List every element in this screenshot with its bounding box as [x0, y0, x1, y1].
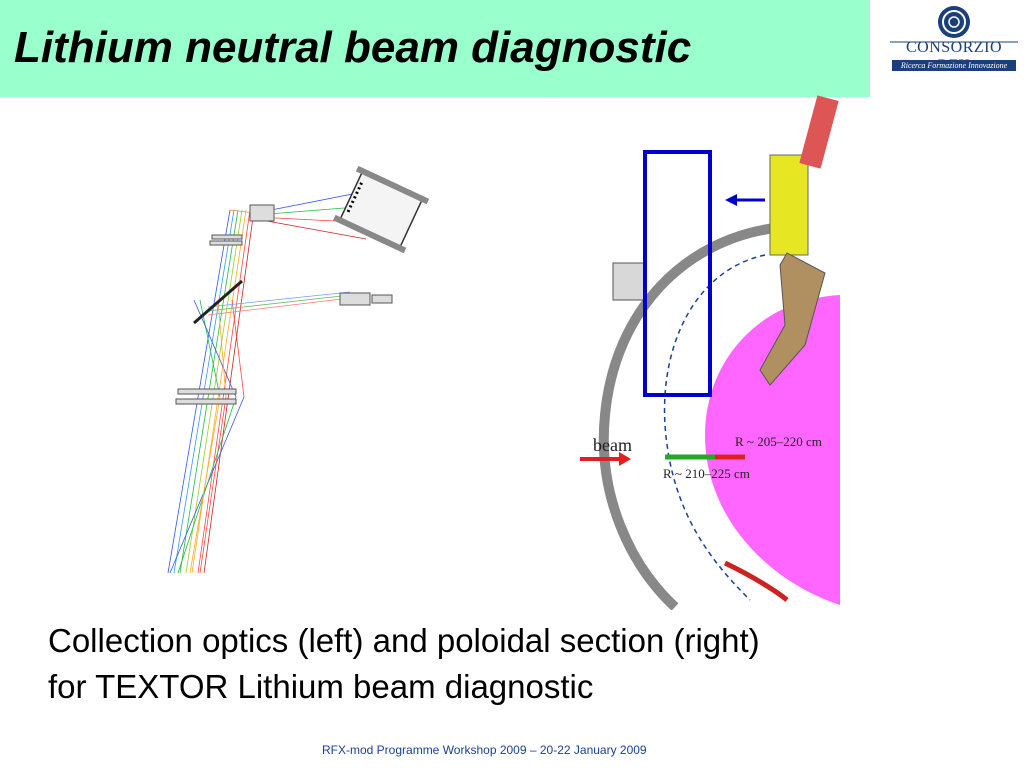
caption-line-2: for TEXTOR Lithium beam diagnostic [48, 668, 594, 705]
logo-tagline: Ricerca Formazione Innovazione [892, 60, 1016, 71]
radius-label-2: R ~ 210–225 cm [663, 466, 750, 481]
injector-tube [759, 95, 839, 386]
detector-arrow [725, 194, 765, 206]
inner-flux-surface [663, 254, 766, 601]
consorzio-rfx-logo [890, 6, 1018, 43]
plasma-region [705, 295, 840, 605]
beam-label: beam [593, 435, 632, 455]
title-bar: Lithium neutral beam diagnostic [0, 0, 870, 97]
poloidal-section-diagram: beam R ~ 205–220 cm R ~ 210–225 cm [580, 95, 840, 610]
observation-window-frame[interactable] [643, 150, 712, 397]
collection-optics-diagram [167, 165, 430, 574]
caption-line-1: Collection optics (left) and poloidal se… [48, 622, 760, 659]
slide-title: Lithium neutral beam diagnostic [14, 23, 692, 72]
vessel-wall [598, 223, 776, 610]
detector-housing [333, 165, 430, 254]
port-flange [612, 262, 646, 301]
beam-arrow [580, 452, 631, 466]
beam-splitter-mirror [193, 279, 243, 325]
slide-footer: RFX-mod Programme Workshop 2009 – 20-22 … [322, 743, 647, 757]
lens-elements [175, 204, 393, 405]
limiter-red [723, 560, 789, 602]
slide-caption: Collection optics (left) and poloidal se… [48, 618, 948, 710]
radius-label-1: R ~ 205–220 cm [735, 434, 822, 449]
